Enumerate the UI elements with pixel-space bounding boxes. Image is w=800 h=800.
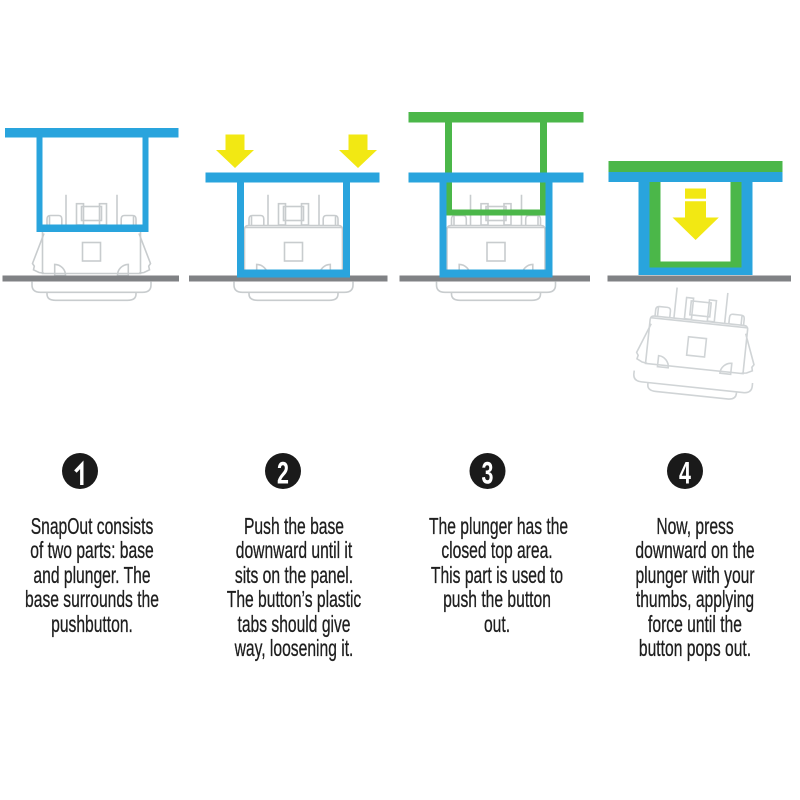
svg-text:4: 4 bbox=[679, 455, 691, 490]
svg-text:2: 2 bbox=[277, 455, 289, 490]
svg-text:3: 3 bbox=[482, 455, 494, 490]
